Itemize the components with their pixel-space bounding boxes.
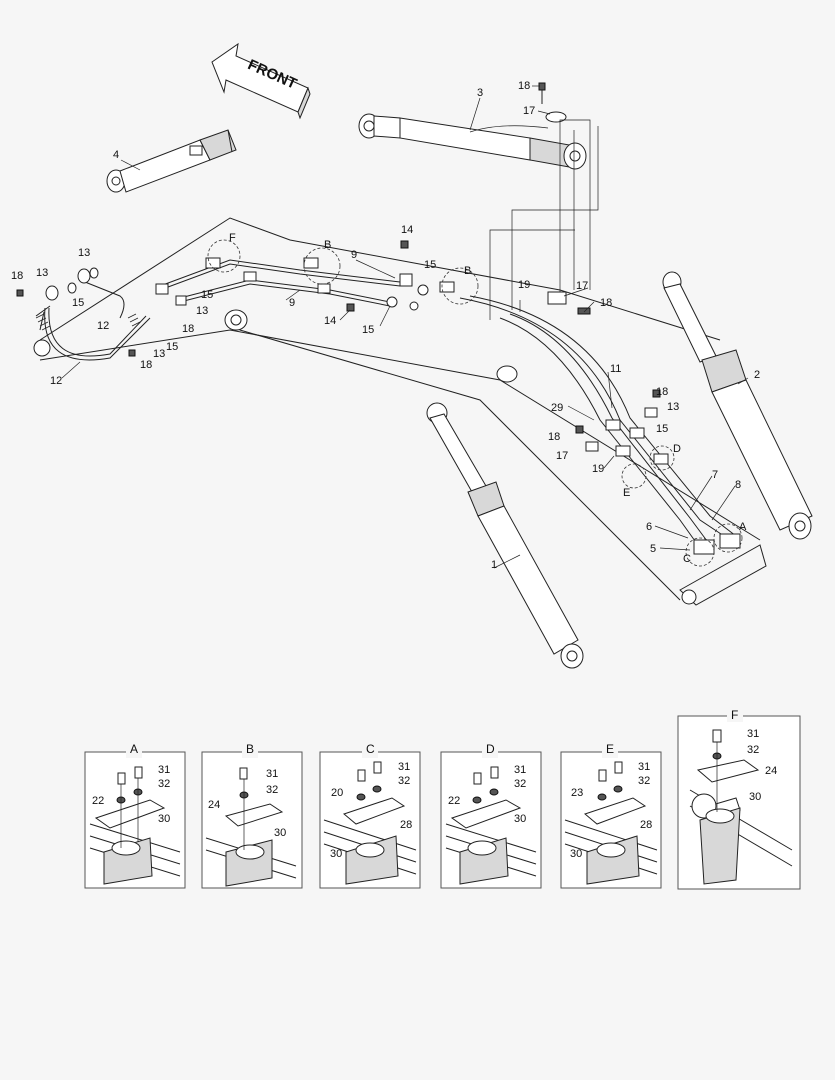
- callout-1: 1: [491, 559, 497, 571]
- detail-a-title: A: [130, 742, 138, 756]
- callout-13-b: 13: [36, 267, 48, 279]
- callout-15-f: 15: [656, 423, 668, 435]
- detail-e-label-30: 30: [570, 848, 582, 860]
- callout-17-a: 17: [523, 105, 535, 117]
- callout-15-e: 15: [362, 324, 374, 336]
- reference-circles: [207, 239, 743, 567]
- callout-15-d: 15: [424, 259, 436, 271]
- callout-13-c: 13: [196, 305, 208, 317]
- detail-b-label-30: 30: [274, 827, 286, 839]
- boom-structure: [33, 217, 767, 606]
- callout-6: 6: [646, 521, 652, 533]
- detail-f-title: F: [731, 708, 738, 722]
- leader-lines: [61, 85, 749, 569]
- ref-label-b-2: B: [464, 265, 471, 277]
- callout-9-lower: 9: [289, 297, 295, 309]
- ref-label-c: C: [683, 553, 691, 565]
- detail-d-label-32: 32: [514, 778, 526, 790]
- cylinder-3: [358, 82, 587, 170]
- detail-a-label-30: 30: [158, 813, 170, 825]
- detail-e-label-28: 28: [640, 819, 652, 831]
- pipes-9: [155, 240, 455, 312]
- callout-29: 29: [551, 402, 563, 414]
- detail-c-label-32: 32: [398, 775, 410, 787]
- callout-13-e: 13: [667, 401, 679, 413]
- detail-c-label-28: 28: [400, 819, 412, 831]
- callout-7: 7: [712, 469, 718, 481]
- callout-11: 11: [610, 363, 621, 375]
- detail-f: F 31 32 24 30: [677, 708, 801, 890]
- callout-15-b: 15: [201, 289, 213, 301]
- ref-label-f: F: [229, 232, 236, 244]
- callout-14-a: 14: [401, 224, 413, 236]
- detail-f-label-24: 24: [765, 765, 777, 777]
- callout-8: 8: [735, 479, 741, 491]
- detail-b-label-31: 31: [266, 768, 278, 780]
- detail-d-label-31: 31: [514, 764, 526, 776]
- detail-d-label-22: 22: [448, 795, 460, 807]
- detail-e: E 31 32 23 28 30: [560, 742, 662, 889]
- callout-2: 2: [754, 369, 760, 381]
- callout-9-upper: 9: [351, 249, 357, 261]
- callout-14-b: 14: [324, 315, 336, 327]
- callout-17-c: 17: [556, 450, 568, 462]
- callout-12-lower: 12: [50, 375, 62, 387]
- ref-label-d: D: [673, 443, 681, 455]
- detail-e-label-23: 23: [571, 787, 583, 799]
- hose-12: [16, 267, 151, 361]
- ref-label-a: A: [739, 521, 747, 533]
- detail-e-label-31: 31: [638, 761, 650, 773]
- detail-f-label-31: 31: [747, 728, 759, 740]
- front-arrow: FRONT: [211, 42, 311, 120]
- callout-13-a: 13: [78, 247, 90, 259]
- cylinder-1: [426, 402, 584, 669]
- detail-c-label-31: 31: [398, 761, 410, 773]
- callout-3: 3: [477, 87, 483, 99]
- callout-18-f: 18: [656, 386, 668, 398]
- detail-d-title: D: [486, 742, 495, 756]
- ref-label-e: E: [623, 487, 630, 499]
- cylinder-2: [662, 271, 813, 540]
- cylinder-4: [106, 129, 237, 193]
- detail-c-label-30: 30: [330, 848, 342, 860]
- callout-18-d: 18: [140, 359, 152, 371]
- detail-f-label-30: 30: [749, 791, 761, 803]
- detail-c: C 31 32 20 28 30: [319, 742, 421, 889]
- detail-a-label-31: 31: [158, 764, 170, 776]
- callout-12-upper: 12: [97, 320, 109, 332]
- callout-18-c: 18: [182, 323, 194, 335]
- callout-labels: 1 2 3 4 5 6 7 8 9 9 11 12 12 13 13 13 13…: [11, 80, 760, 571]
- callout-4: 4: [113, 149, 119, 161]
- detail-a-label-22: 22: [92, 795, 104, 807]
- detail-b-label-24: 24: [208, 799, 220, 811]
- callout-18-a: 18: [518, 80, 530, 92]
- detail-d: D 31 32 22 30: [440, 742, 542, 889]
- callout-18-e: 18: [600, 297, 612, 309]
- detail-b: B 31 32 24 30: [201, 742, 303, 889]
- detail-c-label-20: 20: [331, 787, 343, 799]
- detail-a: A 31 32 22 30: [84, 742, 186, 889]
- callout-13-d: 13: [153, 348, 165, 360]
- ref-label-b-1: B: [324, 239, 331, 251]
- callout-15-c: 15: [166, 341, 178, 353]
- detail-a-label-32: 32: [158, 778, 170, 790]
- detail-b-label-32: 32: [266, 784, 278, 796]
- detail-c-title: C: [366, 742, 375, 756]
- detail-f-label-32: 32: [747, 744, 759, 756]
- callout-19-b: 19: [592, 463, 604, 475]
- callout-18-b: 18: [11, 270, 23, 282]
- detail-e-title: E: [606, 742, 614, 756]
- callout-19-a: 19: [518, 279, 530, 291]
- detail-d-label-30: 30: [514, 813, 526, 825]
- callout-17-b: 17: [576, 280, 588, 292]
- callout-18-g: 18: [548, 431, 560, 443]
- callout-15-a: 15: [72, 297, 84, 309]
- callout-5: 5: [650, 543, 656, 555]
- detail-b-title: B: [246, 742, 254, 756]
- detail-e-label-32: 32: [638, 775, 650, 787]
- hoses-11-29-19: [459, 119, 741, 555]
